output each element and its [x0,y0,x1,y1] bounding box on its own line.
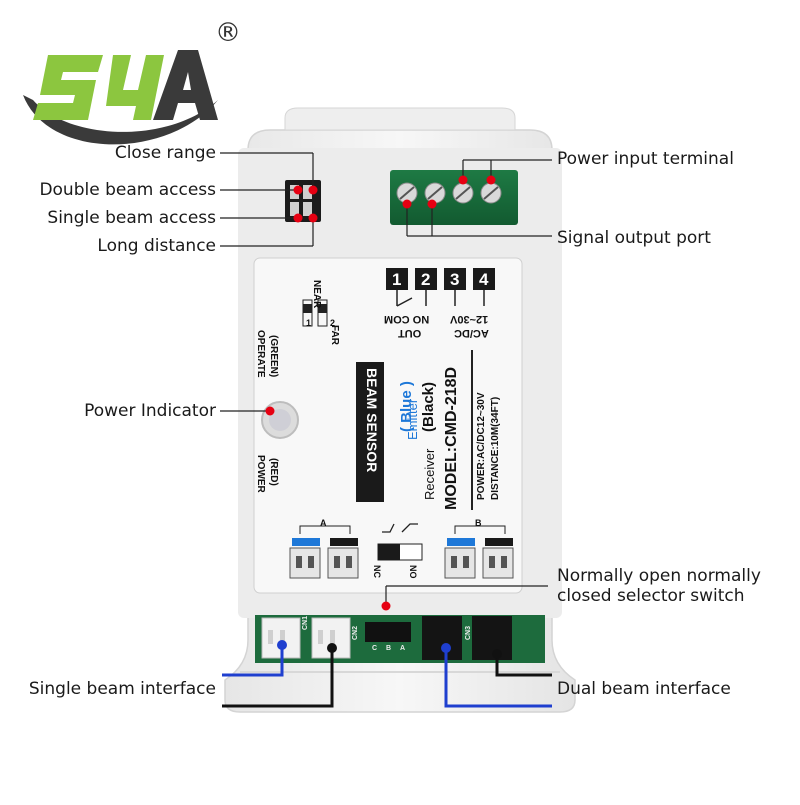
dip-2-label: 2 [330,318,336,328]
callout-selector-switch-line2: closed selector switch [557,586,745,606]
brand-logo [18,10,258,150]
callout-power-input-terminal: Power input terminal [557,149,734,169]
dip-1-label: 1 [306,318,312,328]
pin-b-label: B [386,645,392,652]
callout-dual-beam-interface: Dual beam interface [557,679,731,699]
callout-single-beam-interface: Single beam interface [28,679,216,699]
pin-c-label: C [372,645,378,652]
pin-a-label: A [400,645,406,652]
terminal-number-3: 3 [450,270,460,289]
connector-a-label: A [320,518,327,528]
terminal-number-4: 4 [479,270,489,289]
terminal-number-2: 2 [421,270,431,289]
callout-double-beam-access: Double beam access [39,180,216,200]
terminal-number-1: 1 [392,270,402,289]
connector-b-label: B [475,518,482,528]
callout-selector-switch-line1: Normally open normally [557,566,761,586]
callout-signal-output-port: Signal output port [557,228,711,248]
registered-mark: ® [215,18,241,48]
callout-single-beam-access: Single beam access [47,208,216,228]
callout-close-range: Close range [114,143,216,163]
callout-power-indicator: Power Indicator [84,401,216,421]
callout-long-distance: Long distance [97,236,216,256]
